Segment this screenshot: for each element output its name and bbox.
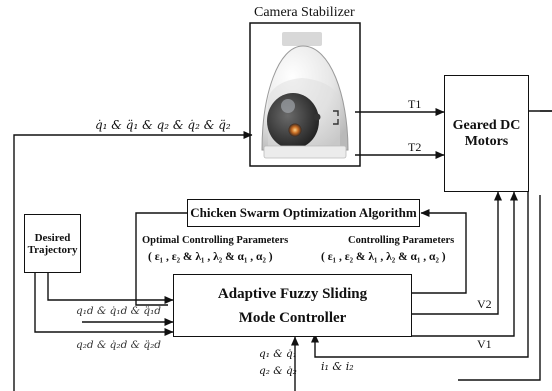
- v2-label: V2: [477, 297, 492, 311]
- chicken-swarm-optimization-block: Chicken Swarm Optimization Algorithm: [187, 199, 420, 227]
- q1-feedback-label: q₁ & q̇₁: [259, 348, 297, 360]
- desired-trajectory-block: Desired Trajectory: [24, 214, 81, 273]
- camera-title: Camera Stabilizer: [254, 5, 355, 20]
- trajectory-2-label: q₂d & q̇₂d & q̈₂d: [76, 339, 161, 351]
- adaptive-fuzzy-sliding-mode-controller-block: Adaptive Fuzzy Sliding Mode Controller: [173, 274, 412, 337]
- v1-label: V1: [477, 337, 492, 351]
- controlling-params-values: ( ε₁ , ε₂ & λ₁ , λ₂ & α₁ , α₂ ): [321, 251, 446, 263]
- optimal-params-title: Optimal Controlling Parameters: [142, 235, 289, 246]
- optimal-params-values: ( ε₁ , ε₂ & λ₁ , λ₂ & α₁ , α₂ ): [148, 251, 273, 263]
- camera-image: [249, 22, 361, 167]
- feedback-states-label: q̇₁ & q̈₁ & q₂ & q̇₂ & q̈₂: [95, 118, 231, 132]
- trajectory-1-label: q₁d & q̇₁d & q̈₁d: [76, 305, 161, 317]
- currents-label: i₁ & i₂: [321, 360, 354, 373]
- t1-label: T1: [408, 97, 422, 111]
- controlling-params-title: Controlling Parameters: [348, 235, 455, 246]
- chso-label: Chicken Swarm Optimization Algorithm: [190, 205, 417, 220]
- geared-dc-motors-block: Geared DC Motors: [444, 75, 529, 192]
- desired-trajectory-label: Desired Trajectory: [27, 231, 78, 256]
- motors-label: Geared DC Motors: [452, 117, 521, 149]
- t2-label: T2: [408, 140, 422, 154]
- controller-label: Adaptive Fuzzy Sliding Mode Controller: [217, 285, 368, 326]
- q2-feedback-label: q₂ & q̇₂: [259, 365, 297, 377]
